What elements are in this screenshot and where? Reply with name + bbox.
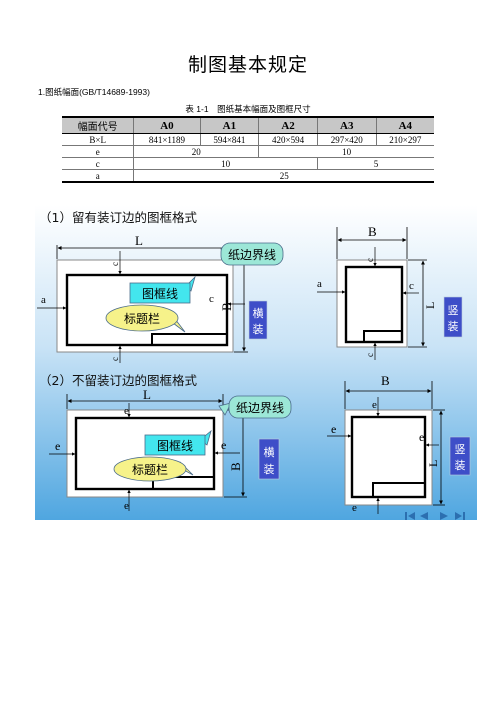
table-cell: 594×841 <box>199 133 259 146</box>
row-label: c <box>62 157 134 170</box>
dim-e-label: e <box>419 430 424 444</box>
callout-frame-line: 图框线 <box>144 429 212 456</box>
row-label: e <box>62 145 134 158</box>
header-cell: A3 <box>316 116 377 134</box>
badge-vertical-char: 竖 <box>455 443 466 456</box>
badge-horizontal-char: 装 <box>253 323 264 336</box>
dim-c-label: c <box>209 293 214 305</box>
prev-slide-icon[interactable] <box>420 512 428 520</box>
header-cell: A0 <box>133 116 200 134</box>
dim-e-label: e <box>124 405 129 417</box>
header-cell: A2 <box>258 116 318 134</box>
page-title: 制图基本规定 <box>187 54 308 76</box>
paper-size-table: 幅面代号 A0 A1 A2 A3 A4 B×L 841×1189 594×841… <box>62 116 434 183</box>
badge-vertical: 竖 装 <box>449 436 471 476</box>
table-cell: 25 <box>133 169 434 183</box>
dim-e-label: e <box>124 500 129 512</box>
badge-vertical: 竖 装 <box>443 296 463 338</box>
badge-horizontal-char: 横 <box>253 306 264 320</box>
frame-format-figure: （1）留有装订边的图框格式 L B c c a c 纸边界线 <box>35 205 477 520</box>
next-slide-icon[interactable] <box>440 512 448 520</box>
dim-c-label: c <box>110 262 120 266</box>
dim-e-label: e <box>55 439 60 453</box>
dim-L-label: L <box>426 460 440 467</box>
table-row: B×L 841×1189 594×841 420×594 297×420 210… <box>62 133 434 146</box>
callout-frame-text: 图框线 <box>157 439 193 453</box>
badge-horizontal-char: 横 <box>264 445 275 459</box>
dim-e-label: e <box>352 502 357 514</box>
callout-frame-text: 图框线 <box>142 287 178 301</box>
callout-titleblock-text: 标题栏 <box>132 462 168 477</box>
badge-horizontal: 横 装 <box>248 300 268 340</box>
callout-border-line: 纸边界线 <box>218 395 292 419</box>
callout-border-line: 纸边界线 <box>220 242 284 266</box>
dim-L-label: L <box>423 302 437 309</box>
part2-title: （2）不留装订边的图框格式 <box>39 373 197 388</box>
callout-border-text: 纸边界线 <box>228 248 276 262</box>
table-caption: 表 1-1 图纸基本幅面及图框尺寸 <box>185 104 311 114</box>
dim-e-label: e <box>221 438 226 452</box>
dim-c-label: c <box>365 258 375 262</box>
table-cell: 10 <box>133 157 318 170</box>
callout-frame-line: 图框线 <box>129 275 196 304</box>
dim-B-label: B <box>228 462 243 471</box>
dim-B-label: B <box>368 224 377 239</box>
dim-c-label: c <box>409 280 414 292</box>
slide-nav <box>405 512 465 520</box>
table-cell: 297×420 <box>316 133 377 146</box>
table-cell: 210×297 <box>375 133 434 146</box>
callout-title-block: 标题栏 <box>113 456 194 482</box>
header-cell: A4 <box>375 116 434 134</box>
badge-vertical-char: 竖 <box>448 304 459 317</box>
dim-B-label: B <box>219 302 234 311</box>
table-row: c 10 5 <box>62 157 434 170</box>
dim-c-label: c <box>110 357 120 361</box>
badge-vertical-char: 装 <box>455 459 466 472</box>
badge-horizontal: 横 装 <box>258 438 280 480</box>
last-slide-icon[interactable] <box>455 512 465 520</box>
dim-e-label: e <box>331 422 336 436</box>
dim-e-label: e <box>372 399 377 411</box>
table-cell: 841×1189 <box>133 133 200 146</box>
dim-c-label: c <box>365 353 375 357</box>
header-cell: 幅面代号 <box>62 116 134 134</box>
callout-border-text: 纸边界线 <box>236 401 284 415</box>
table-row: e 20 10 <box>62 145 434 158</box>
vertical-sheet-with-binding: B L c c a c <box>317 224 437 360</box>
table-row: a 25 <box>62 169 434 183</box>
dim-L-label: L <box>143 387 151 402</box>
badge-vertical-char: 装 <box>448 320 459 333</box>
table-cell: 5 <box>316 157 434 170</box>
callout-titleblock-text: 标题栏 <box>124 311 160 326</box>
vertical-sheet-no-binding: B L e e e e <box>327 373 445 514</box>
dim-B-label: B <box>381 373 390 388</box>
callout-title-block: 标题栏 <box>105 304 186 333</box>
table-header-row: 幅面代号 A0 A1 A2 A3 A4 <box>62 116 434 134</box>
row-label: a <box>62 169 134 183</box>
table-cell: 20 <box>133 145 259 158</box>
dim-a-label: a <box>41 294 46 306</box>
header-cell: A1 <box>199 116 259 134</box>
section-heading: 1.图纸幅面(GB/T14689-1993) <box>38 87 150 97</box>
table-cell: 420×594 <box>258 133 318 146</box>
row-label: B×L <box>62 133 134 146</box>
badge-horizontal-char: 装 <box>264 463 275 476</box>
table-cell: 10 <box>258 145 434 158</box>
dim-a-label: a <box>317 278 322 290</box>
first-slide-icon[interactable] <box>405 512 415 520</box>
dim-L-label: L <box>135 233 143 248</box>
part1-title: （1）留有装订边的图框格式 <box>39 210 197 225</box>
